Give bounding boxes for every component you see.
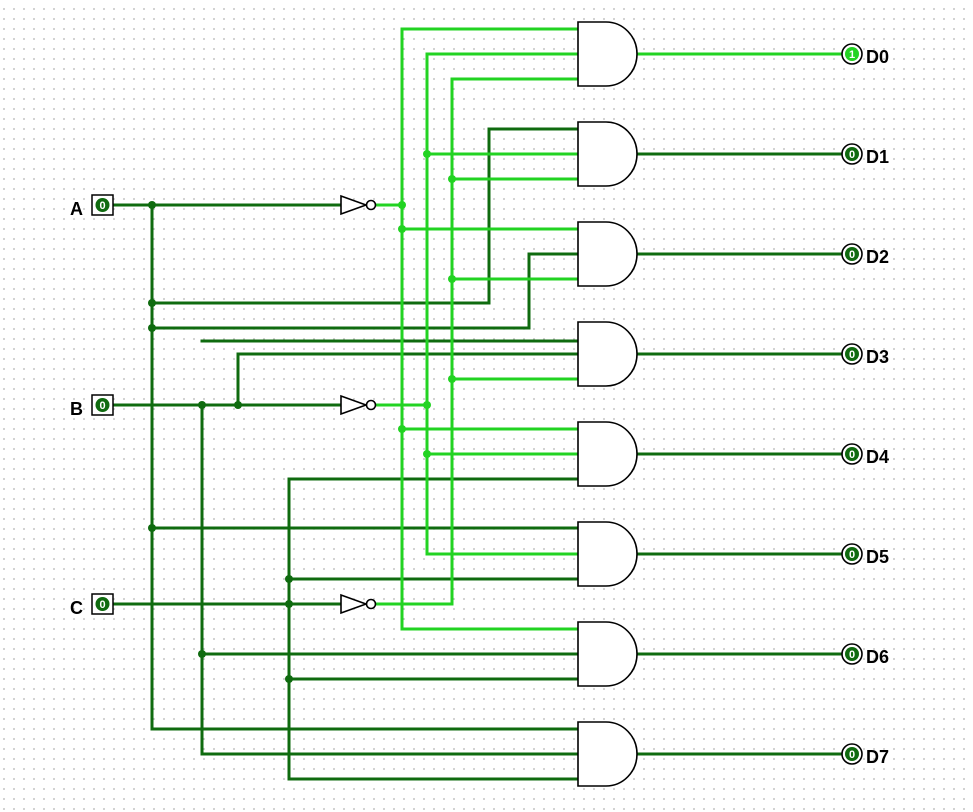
output-pin-d3: 0 D3 [841,343,889,367]
output-pin-d0: 1 D0 [841,43,889,67]
output-label-d7: D7 [866,747,889,767]
and-gate-d3[interactable] [577,321,638,387]
output-pin-d6: 0 D6 [841,643,889,667]
input-pin-c[interactable]: C 0 [70,593,114,618]
input-label-c: C [70,598,83,618]
and-gate-d6[interactable] [577,621,638,687]
and-gate-d7[interactable] [577,721,638,787]
input-label-b: B [70,399,83,419]
output-value-d6: 0 [849,649,855,661]
output-value-d0: 1 [849,49,855,61]
input-pin-b[interactable]: B 0 [70,394,114,419]
output-label-d0: D0 [866,47,889,67]
output-label-d6: D6 [866,647,889,667]
output-pin-d5: 0 D5 [841,543,889,567]
output-label-d1: D1 [866,147,889,167]
output-pin-d7: 0 D7 [841,743,889,767]
input-pin-a[interactable]: A 0 [70,194,114,219]
not-gate-a[interactable] [340,194,377,216]
output-value-d5: 0 [849,549,855,561]
input-value-b: 0 [99,400,105,412]
and-gate-d0[interactable] [577,21,638,87]
junction-dots [148,150,456,683]
output-value-d7: 0 [849,749,855,761]
output-pin-d2: 0 D2 [841,243,889,267]
input-value-c: 0 [99,599,105,611]
not-gate-c[interactable] [340,593,377,615]
and-gate-d4[interactable] [577,421,638,487]
output-label-d4: D4 [866,447,889,467]
output-pin-d4: 0 D4 [841,443,889,467]
output-value-d1: 0 [849,149,855,161]
and-gate-d5[interactable] [577,521,638,587]
output-label-d5: D5 [866,547,889,567]
output-pin-d1: 0 D1 [841,143,889,167]
not-gate-b[interactable] [340,394,377,416]
output-value-d2: 0 [849,249,855,261]
output-value-d3: 0 [849,349,855,361]
output-label-d2: D2 [866,247,889,267]
output-label-d3: D3 [866,347,889,367]
and-gate-d1[interactable] [577,121,638,187]
and-gate-d2[interactable] [577,221,638,287]
input-label-a: A [70,199,83,219]
output-value-d4: 0 [849,449,855,461]
input-value-a: 0 [99,200,105,212]
